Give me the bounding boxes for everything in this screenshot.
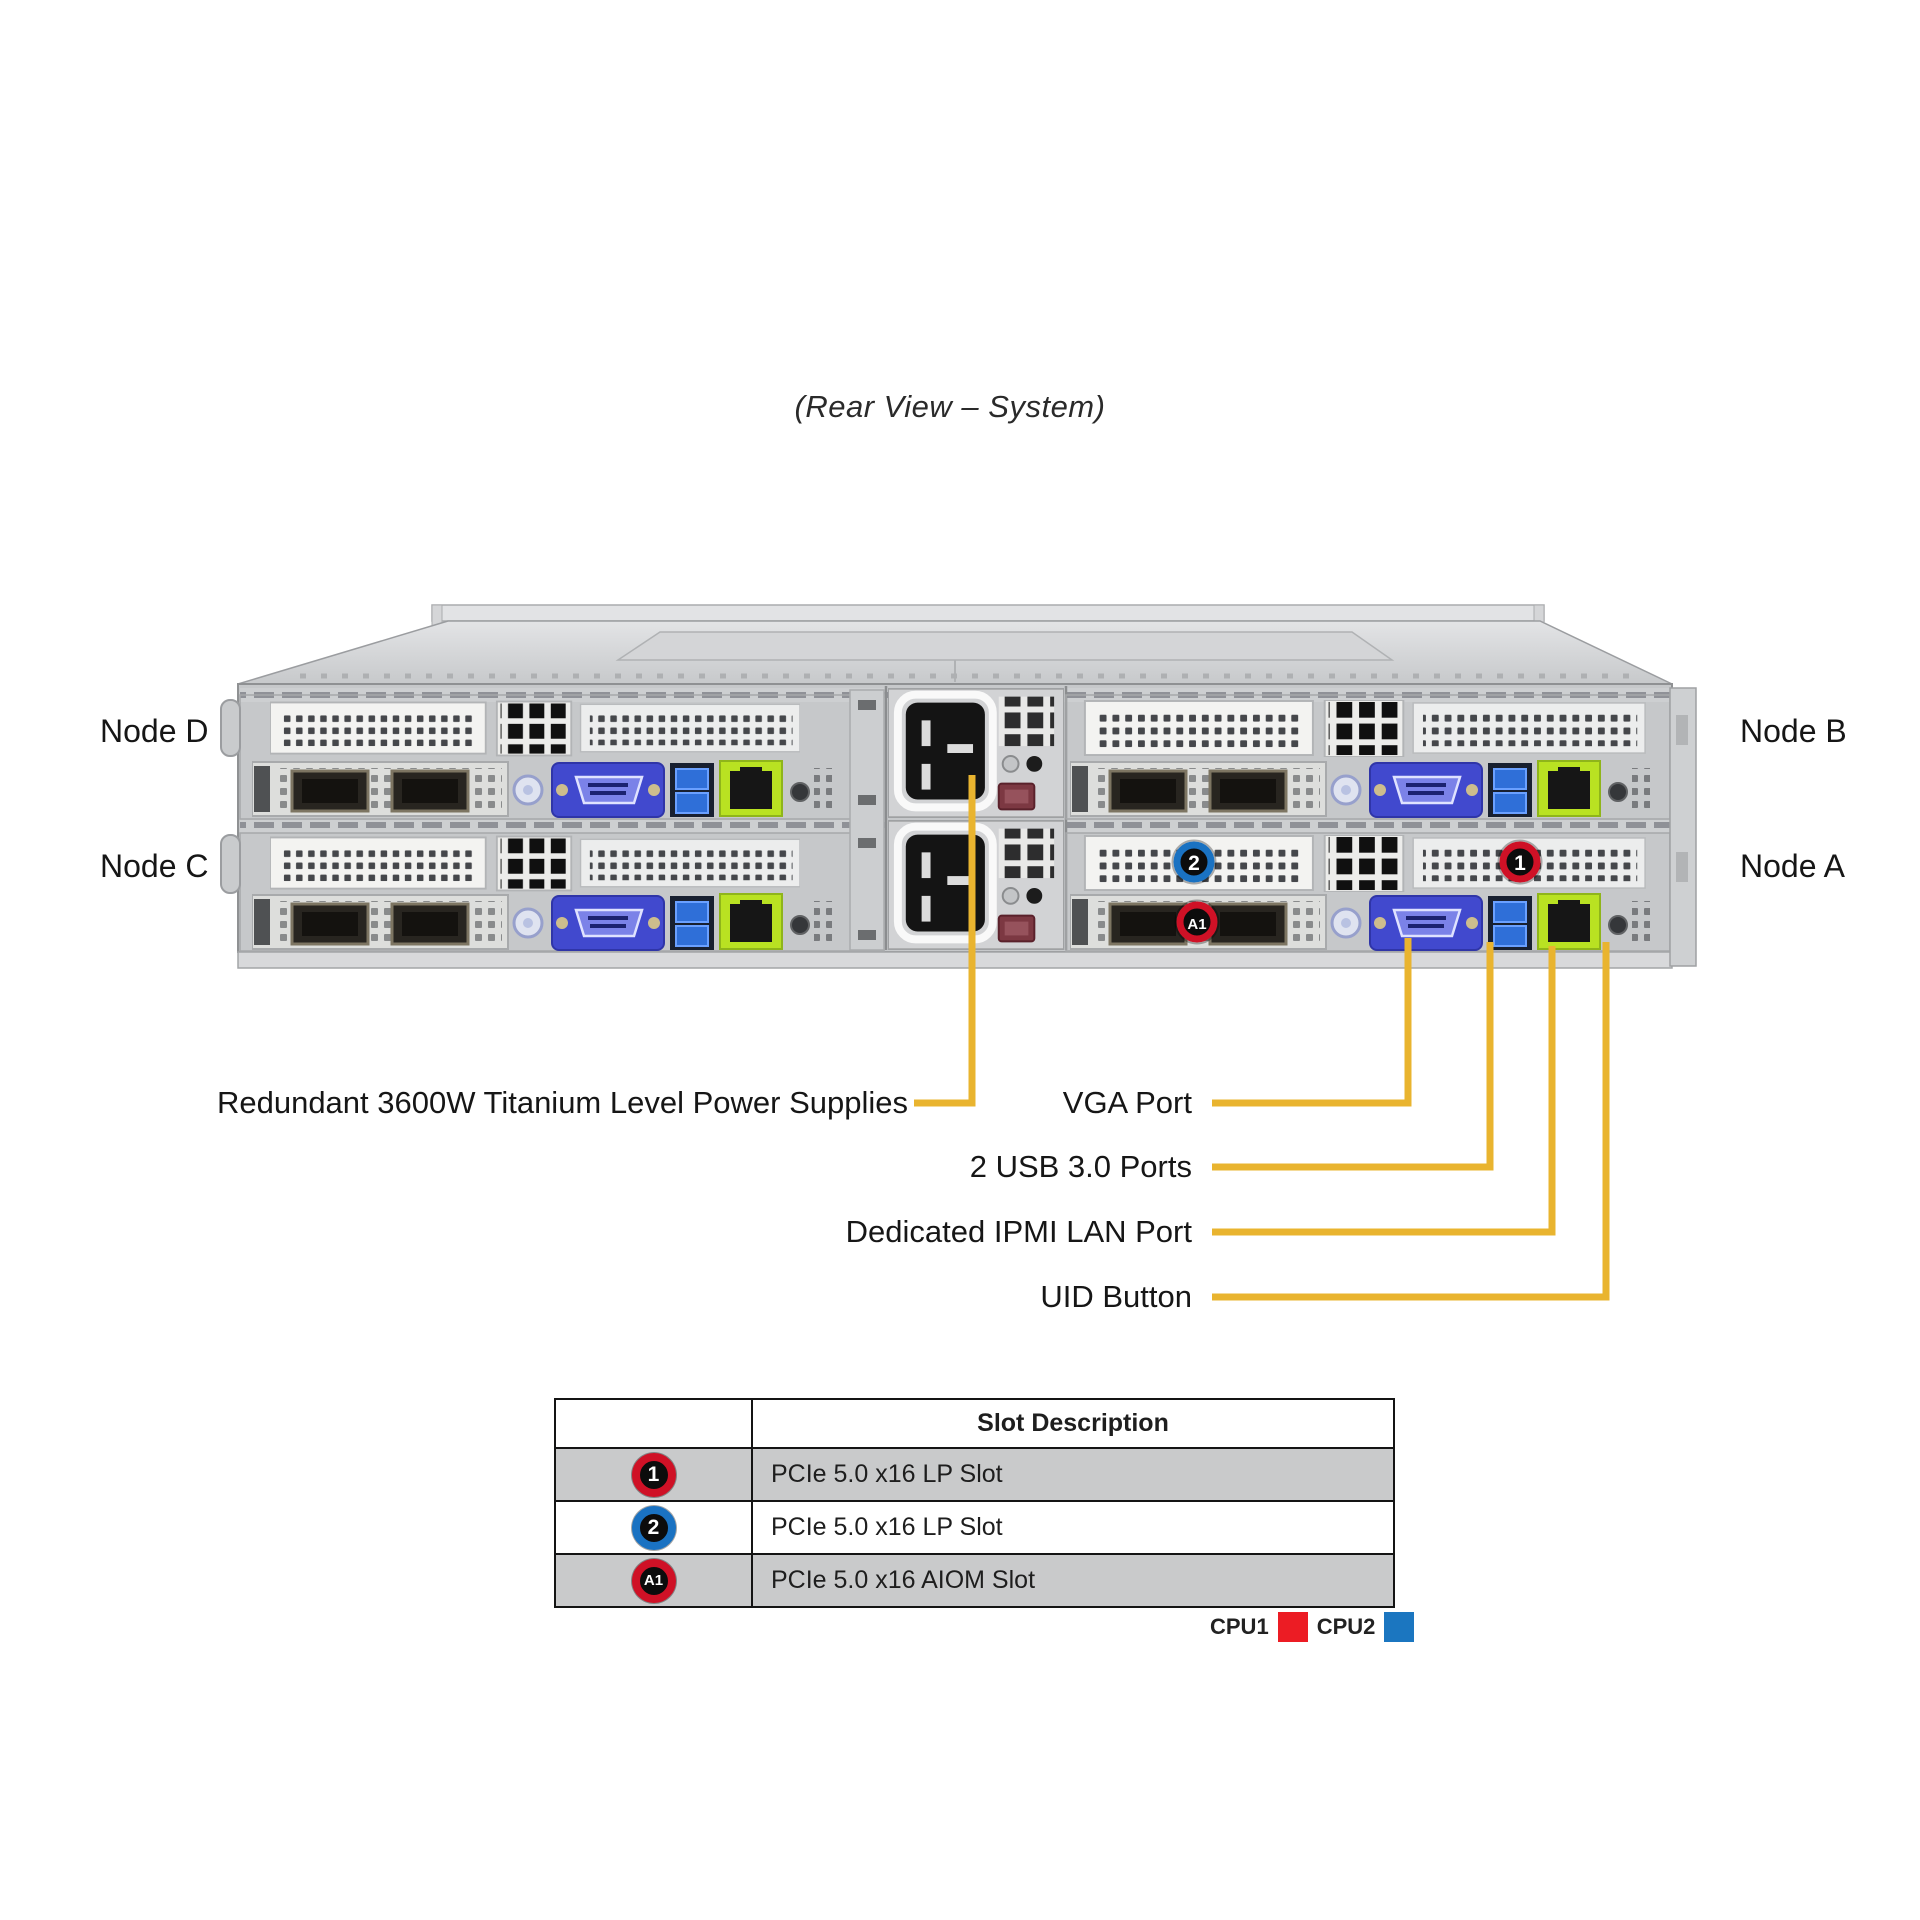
vga-callout-label: VGA Port: [1062, 1085, 1192, 1120]
cpu1-legend-label: CPU1: [1210, 1614, 1269, 1639]
psu-callout-line: [914, 775, 976, 1107]
table-row: A1 PCIe 5.0 x16 AIOM Slot: [556, 1553, 1393, 1606]
left-handle-bottom: [220, 834, 241, 894]
table-header-row: Slot Description: [556, 1400, 1393, 1447]
node-c-slot-row: [270, 835, 800, 892]
callout-lines: [914, 775, 1610, 1301]
slot2-description: PCIe 5.0 x16 LP Slot: [771, 1513, 1003, 1541]
power-supply-top: [888, 689, 1064, 818]
left-handle-top: [220, 699, 241, 757]
chassis-top-surface: [237, 620, 1673, 685]
diagram-title: (Rear View – System): [794, 389, 1106, 424]
vga-callout-line: [1212, 938, 1412, 1107]
ipmi-callout-line: [1212, 946, 1556, 1236]
node-a-label: Node A: [1740, 848, 1845, 884]
table-row: 1 PCIe 5.0 x16 LP Slot: [556, 1447, 1393, 1500]
svg-text:2: 2: [1188, 852, 1200, 875]
node-a-slot-row: [1083, 835, 1647, 892]
node-b-label: Node B: [1740, 713, 1847, 749]
aiom-badge: A1: [631, 1558, 676, 1603]
aiom-description: PCIe 5.0 x16 AIOM Slot: [771, 1566, 1036, 1594]
usb-callout-line: [1212, 942, 1494, 1171]
table-header-label: Slot Description: [977, 1409, 1169, 1437]
ipmi-callout-label: Dedicated IPMI LAN Port: [845, 1214, 1192, 1249]
cpu1-color-swatch: [1277, 1612, 1308, 1642]
slot-description-table: Slot Description 1 PCIe 5.0 x16 LP Slot …: [554, 1398, 1395, 1608]
psu-callout-label: Redundant 3600W Titanium Level Power Sup…: [216, 1085, 908, 1120]
chassis-bottom-rail: [237, 951, 1673, 969]
slot1-description: PCIe 5.0 x16 LP Slot: [771, 1460, 1003, 1488]
uid-callout-label: UID Button: [1040, 1279, 1192, 1314]
slot2-badge: 2: [631, 1505, 676, 1550]
cpu-legend: CPU1 CPU2: [1210, 1612, 1415, 1642]
table-row: 2 PCIe 5.0 x16 LP Slot: [556, 1500, 1393, 1553]
cpu2-legend-label: CPU2: [1316, 1614, 1376, 1639]
power-supply-bottom: [888, 821, 1064, 950]
uid-callout-line: [1212, 942, 1610, 1301]
chassis-slot2-badge: 2: [1171, 839, 1217, 885]
chassis-slot1-badge: 1: [1497, 839, 1543, 885]
svg-text:A1: A1: [1187, 916, 1206, 933]
svg-text:1: 1: [1514, 852, 1526, 875]
usb-callout-label: 2 USB 3.0 Ports: [969, 1149, 1192, 1184]
node-c-label: Node C: [100, 848, 209, 884]
node-b-slot-row: [1083, 700, 1647, 757]
slot1-badge: 1: [631, 1452, 676, 1497]
table-header-badge-cell: [556, 1400, 753, 1447]
cpu2-color-swatch: [1384, 1612, 1415, 1642]
chassis-aiom-badge: A1: [1174, 899, 1220, 945]
node-d-label: Node D: [100, 713, 209, 749]
node-d-slot-row: [270, 700, 800, 757]
